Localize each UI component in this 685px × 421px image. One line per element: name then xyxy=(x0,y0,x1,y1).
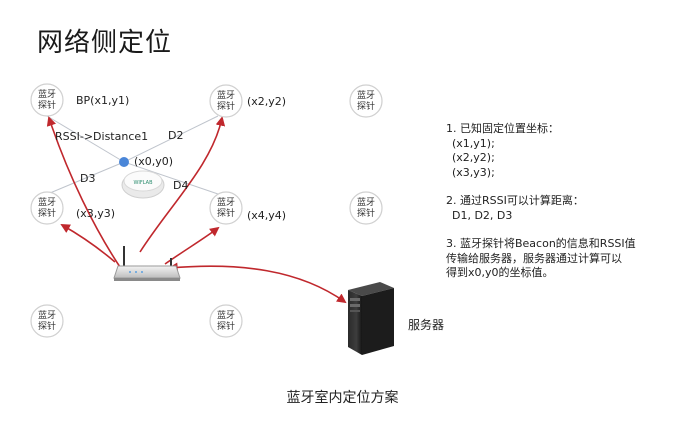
beacon-device: WIFLAB xyxy=(121,170,165,199)
line-bp-to-tag xyxy=(46,115,125,163)
svg-text:蓝牙: 蓝牙 xyxy=(217,89,235,101)
arrow-p2-router xyxy=(139,116,226,253)
probe-r1: 蓝牙 探针 xyxy=(349,84,383,118)
line-p2-to-tag xyxy=(123,115,219,163)
probe-p2: 蓝牙 探针 xyxy=(209,84,243,118)
label-p2: (x2,y2) xyxy=(247,95,286,108)
svg-text:探针: 探针 xyxy=(357,207,375,219)
svg-text:探针: 探针 xyxy=(38,320,56,332)
label-d2: D2 xyxy=(168,129,183,142)
info-step3-line: 3. 蓝牙探针将Beacon的信息和RSSI值 xyxy=(446,237,636,250)
label-p3: (x3,y3) xyxy=(76,207,115,220)
label-d3: D3 xyxy=(80,172,95,185)
info-step2-title: 2. 通过RSSI可以计算距离： xyxy=(446,194,584,207)
label-d4: D4 xyxy=(173,179,188,192)
info-step2-line: D1, D2, D3 xyxy=(452,208,513,222)
probe-r2: 蓝牙 探针 xyxy=(349,191,383,225)
probe-bp: 蓝牙 探针 xyxy=(30,83,64,117)
info-step1-line: (x1,y1); xyxy=(452,136,495,150)
svg-text:蓝牙: 蓝牙 xyxy=(217,196,235,208)
label-bp: BP(x1,y1) xyxy=(76,94,129,107)
svg-text:探针: 探针 xyxy=(38,99,56,111)
server-label: 服务器 xyxy=(408,318,445,332)
info-step3-line: 得到x0,y0的坐标值。 xyxy=(446,266,554,279)
probe-p3: 蓝牙 探针 xyxy=(30,191,64,225)
label-p4: (x4,y4) xyxy=(247,209,286,222)
figure-caption: 蓝牙室内定位方案 xyxy=(286,390,399,406)
svg-text:探针: 探针 xyxy=(357,100,375,112)
svg-text:探针: 探针 xyxy=(217,100,235,112)
info-step1-line: (x3,y3); xyxy=(452,165,495,179)
probe-p4: 蓝牙 探针 xyxy=(209,191,243,225)
svg-text:蓝牙: 蓝牙 xyxy=(38,88,56,100)
page-title: 网络侧定位 xyxy=(37,28,173,58)
info-step3-line: 传输给服务器，服务器通过计算可以 xyxy=(446,251,622,265)
arrow-p4-router xyxy=(164,226,220,265)
svg-text:蓝牙: 蓝牙 xyxy=(357,196,375,208)
probe-b2: 蓝牙 探针 xyxy=(209,304,243,338)
info-step1-title: 1. 已知固定位置坐标： xyxy=(446,122,559,135)
svg-text:探针: 探针 xyxy=(217,207,235,219)
svg-text:蓝牙: 蓝牙 xyxy=(357,89,375,101)
svg-text:蓝牙: 蓝牙 xyxy=(38,196,56,208)
svg-text:蓝牙: 蓝牙 xyxy=(217,309,235,321)
distance-lines xyxy=(46,115,219,195)
arrow-bp-router xyxy=(46,116,123,271)
svg-text:探针: 探针 xyxy=(217,320,235,332)
info-step1-line: (x2,y2); xyxy=(452,151,495,164)
svg-text:探针: 探针 xyxy=(38,207,56,219)
probe-b1: 蓝牙 探针 xyxy=(30,304,64,338)
line-p3-to-tag xyxy=(49,161,125,194)
beacon-brand-text: WIFLAB xyxy=(133,180,153,186)
server-icon xyxy=(348,282,394,355)
tag-dot xyxy=(119,157,129,167)
info-panel: 1. 已知固定位置坐标： (x1,y1); (x2,y2); (x3,y3); … xyxy=(446,122,666,281)
router-device xyxy=(113,246,181,281)
label-p0: (x0,y0) xyxy=(134,155,173,168)
label-rssi: RSSI->Distance1 xyxy=(55,130,148,143)
svg-text:蓝牙: 蓝牙 xyxy=(38,309,56,321)
line-p4-to-tag xyxy=(123,161,219,195)
arrow-router-server xyxy=(168,262,347,304)
arrow-p3-router xyxy=(60,224,116,263)
